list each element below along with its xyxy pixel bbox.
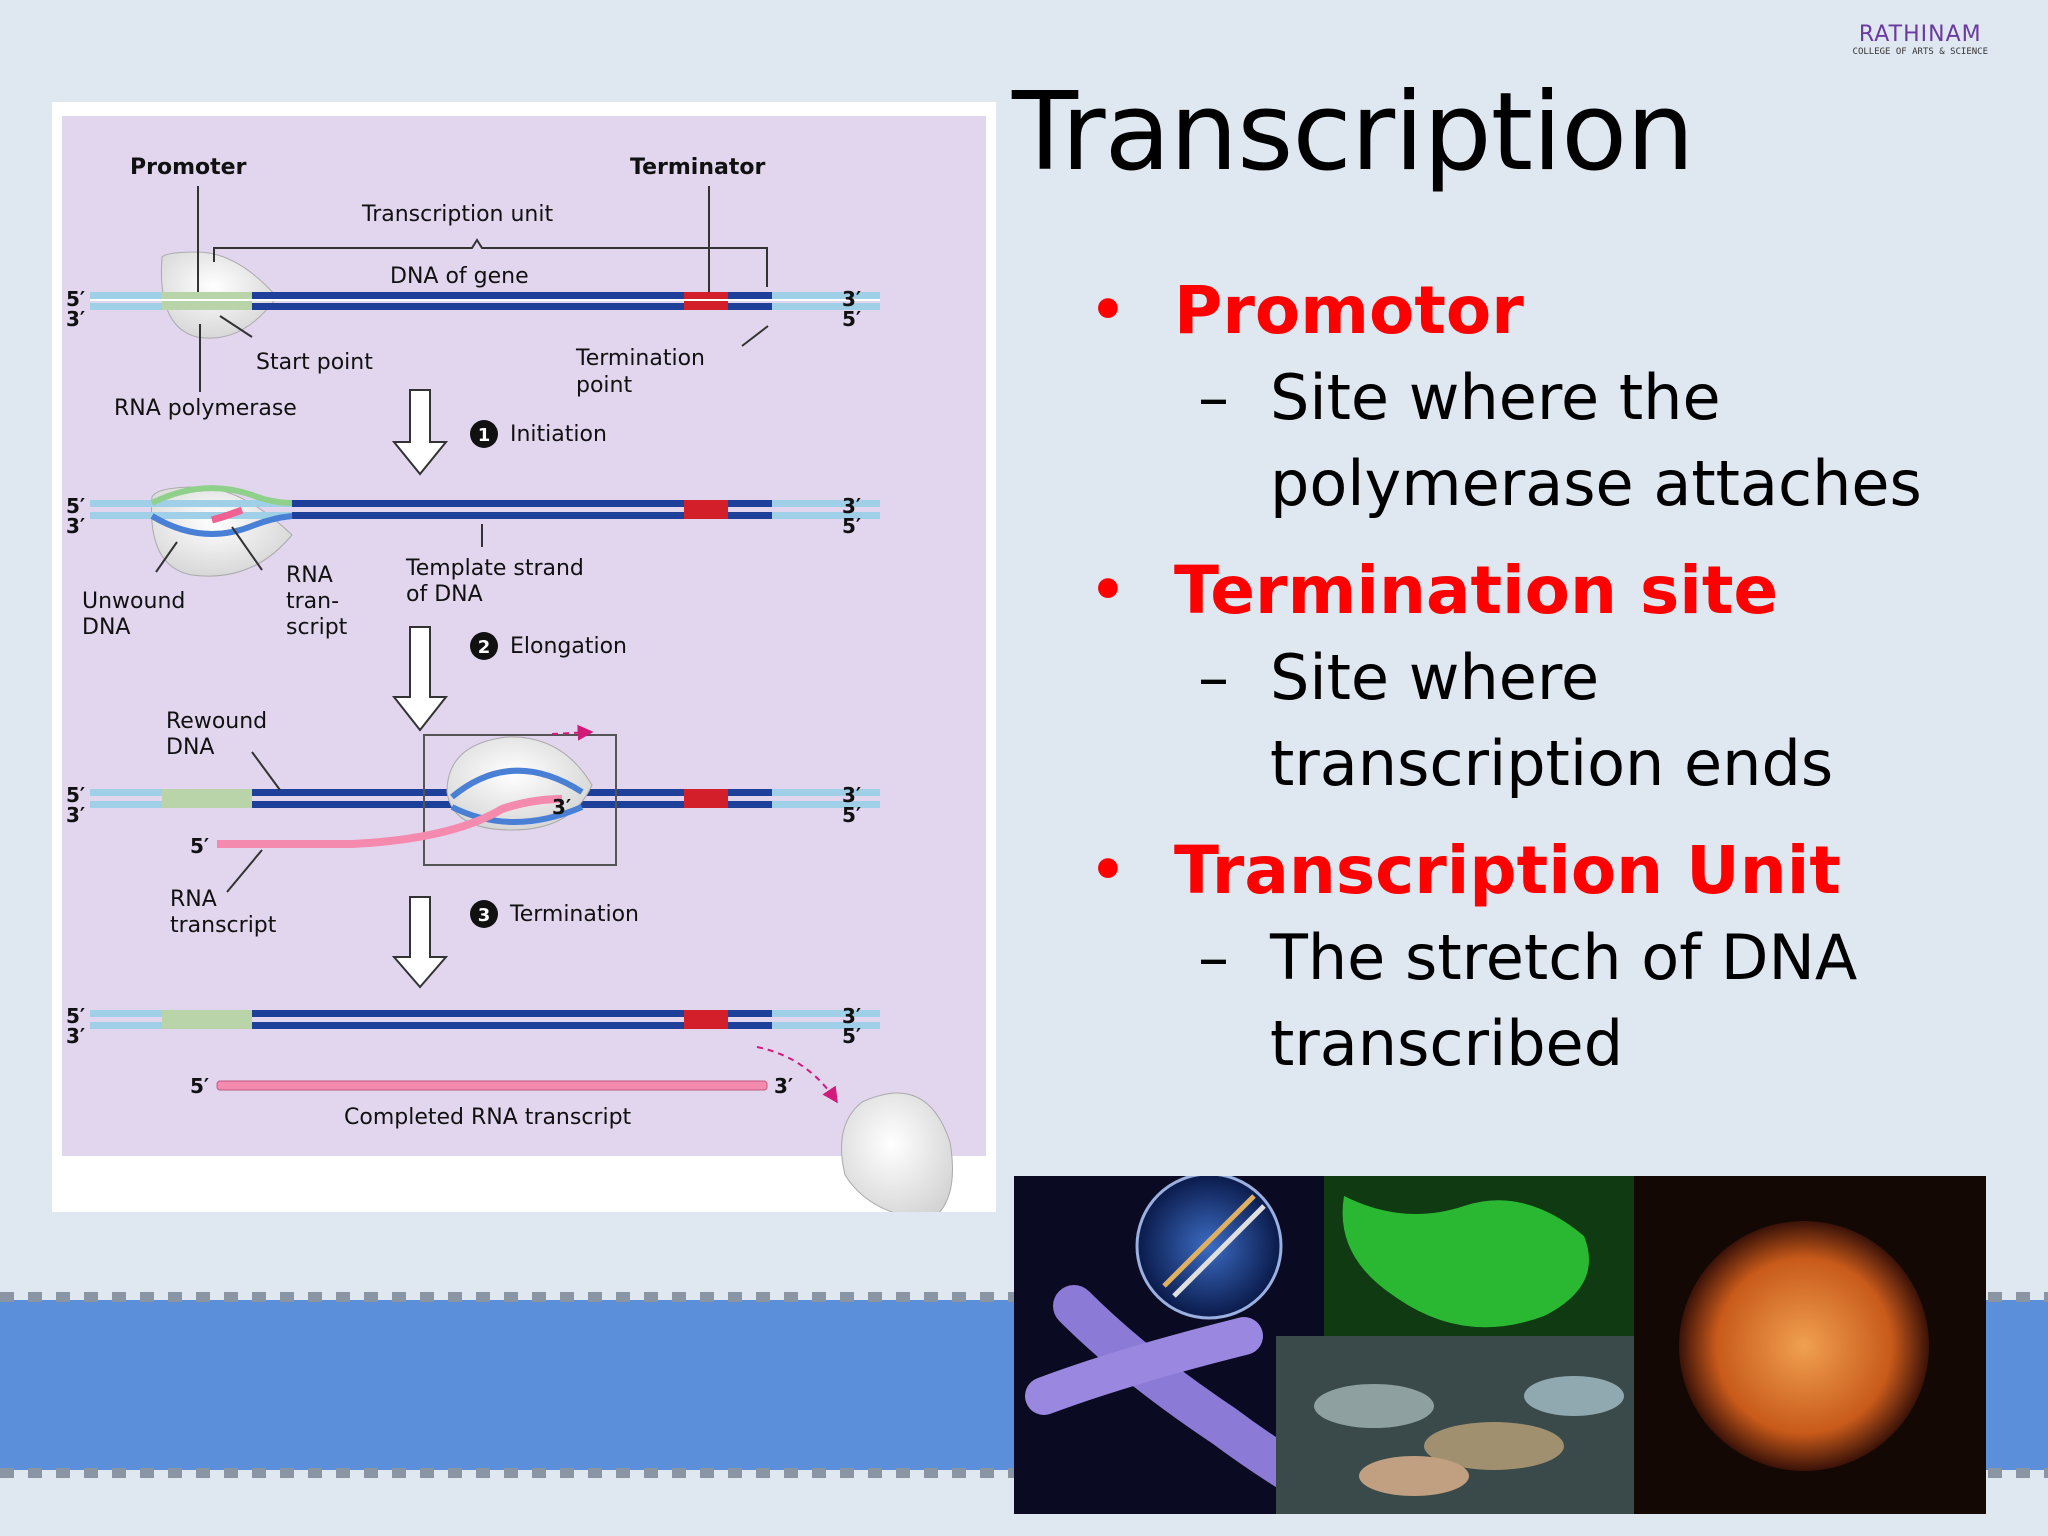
three-prime-label: 3′ (66, 514, 85, 538)
bullet-dot-icon: • (1090, 277, 1126, 343)
bullet-description: Site where the polymerase attaches (1270, 361, 1922, 520)
rna-polymerase-shape (446, 736, 593, 831)
release-arrow-icon (756, 1046, 838, 1104)
stage-elongation (90, 724, 880, 866)
step-down-arrow-icon (391, 626, 449, 732)
three-prime-label: 3′ (842, 1004, 861, 1028)
dna-sphere-icon (1135, 1176, 1283, 1320)
dash-icon: – (1198, 361, 1229, 434)
step-elongation-label: Elongation (510, 634, 627, 659)
bullet-dot-icon: • (1090, 837, 1126, 903)
three-prime-label: 3′ (66, 803, 85, 827)
bullet-dot-icon: • (1090, 557, 1126, 623)
step-number-badge (470, 632, 498, 660)
stage-termination (90, 1010, 953, 1212)
five-prime-label: 5′ (842, 1024, 861, 1048)
rna-transcript-label-line2: transcript (170, 913, 277, 938)
transcription-unit-label: Transcription unit (361, 202, 553, 227)
direction-arrow-icon (551, 724, 594, 741)
bullet-term: Transcription Unit (1174, 831, 1841, 909)
five-prime-label: 5′ (842, 514, 861, 538)
step-down-arrow-icon (391, 389, 449, 476)
template-strand-label-line2: of DNA (406, 582, 483, 607)
five-prime-label: 5′ (66, 494, 85, 518)
rewound-dna-label: Rewound (166, 709, 267, 734)
three-prime-label: 3′ (552, 795, 571, 819)
dna-of-gene-label: DNA of gene (390, 264, 529, 289)
step-number: 3 (478, 905, 491, 926)
rewound-dna-label-line2: DNA (166, 735, 214, 760)
five-prime-label: 5′ (66, 783, 85, 807)
three-prime-label: 3′ (842, 494, 861, 518)
bullet-description: The stretch of DNA transcribed (1270, 921, 1858, 1080)
transcription-unit-bracket (213, 238, 768, 287)
orange-cell-shape (1679, 1221, 1929, 1471)
stage-initiation (90, 485, 880, 577)
logo-subtitle: COLLEGE OF ARTS & SCIENCE (1852, 47, 1988, 57)
bullet-list: •Promotor –Site where the polymerase att… (1090, 265, 1990, 1105)
bullet-item: • Promotor –Site where the polymerase att… (1090, 265, 1990, 527)
termination-point-label-line2: point (576, 373, 632, 398)
transcription-diagram: Promoter Terminator Transcription unit D… (62, 116, 986, 1212)
three-prime-label: 3′ (842, 287, 861, 311)
released-polymerase-shape (840, 1092, 953, 1212)
dash-icon: – (1198, 641, 1229, 714)
rna-transcript-strand (217, 795, 563, 848)
rna-transcript-segment (211, 506, 244, 524)
step-number: 2 (478, 637, 491, 658)
rna-polymerase-label: RNA polymerase (114, 396, 297, 421)
bullet-description: Site where transcription ends (1270, 641, 1834, 800)
polymerase-zoom-box (423, 734, 617, 866)
five-prime-label: 5′ (190, 834, 209, 858)
step-number: 1 (478, 425, 491, 446)
unwound-dna-label-line2: DNA (82, 615, 130, 640)
five-prime-label: 5′ (842, 803, 861, 827)
three-prime-label: 3′ (66, 1024, 85, 1048)
three-prime-label: 3′ (774, 1074, 793, 1098)
step-number-badge (470, 900, 498, 928)
five-prime-label: 5′ (190, 1074, 209, 1098)
termination-point-label: Termination (575, 346, 705, 371)
college-logo: RATHINAM COLLEGE OF ARTS & SCIENCE (1853, 22, 1988, 57)
logo-name: RATHINAM (1858, 22, 1982, 47)
bullet-item: • Termination site –Site where transcript… (1090, 545, 1990, 807)
three-prime-label: 3′ (842, 783, 861, 807)
start-point-label: Start point (256, 350, 373, 375)
completed-rna-strand (216, 1080, 768, 1091)
step-number-badge (470, 420, 498, 448)
terminator-label: Terminator (630, 155, 765, 180)
slide-title: Transcription (1012, 70, 1695, 195)
completed-transcript-label: Completed RNA transcript (344, 1105, 632, 1130)
bullet-item: • Transcription Unit –The stretch of DNA … (1090, 825, 1990, 1087)
three-prime-label: 3′ (66, 307, 85, 331)
rna-transcript-label: RNA (286, 563, 333, 588)
bullet-term: Promotor (1174, 271, 1524, 349)
dash-icon: – (1198, 921, 1229, 994)
promoter-label: Promoter (130, 155, 247, 180)
five-prime-label: 5′ (66, 1004, 85, 1028)
step-termination-label: Termination (509, 902, 639, 927)
rna-transcript-label-line2: tran- (286, 589, 339, 614)
bullet-term: Termination site (1174, 551, 1779, 629)
step-down-arrow-icon (391, 896, 449, 989)
rna-transcript-label-line3: script (286, 615, 348, 640)
five-prime-label: 5′ (842, 307, 861, 331)
template-strand-label: Template strand (405, 556, 584, 581)
five-prime-label: 5′ (66, 287, 85, 311)
rna-transcript-label: RNA (170, 887, 217, 912)
biology-photo-collage (1014, 1176, 1986, 1514)
stage-initial-dna (90, 251, 880, 339)
unwound-dna-label: Unwound (82, 589, 185, 614)
step-initiation-label: Initiation (510, 422, 607, 447)
